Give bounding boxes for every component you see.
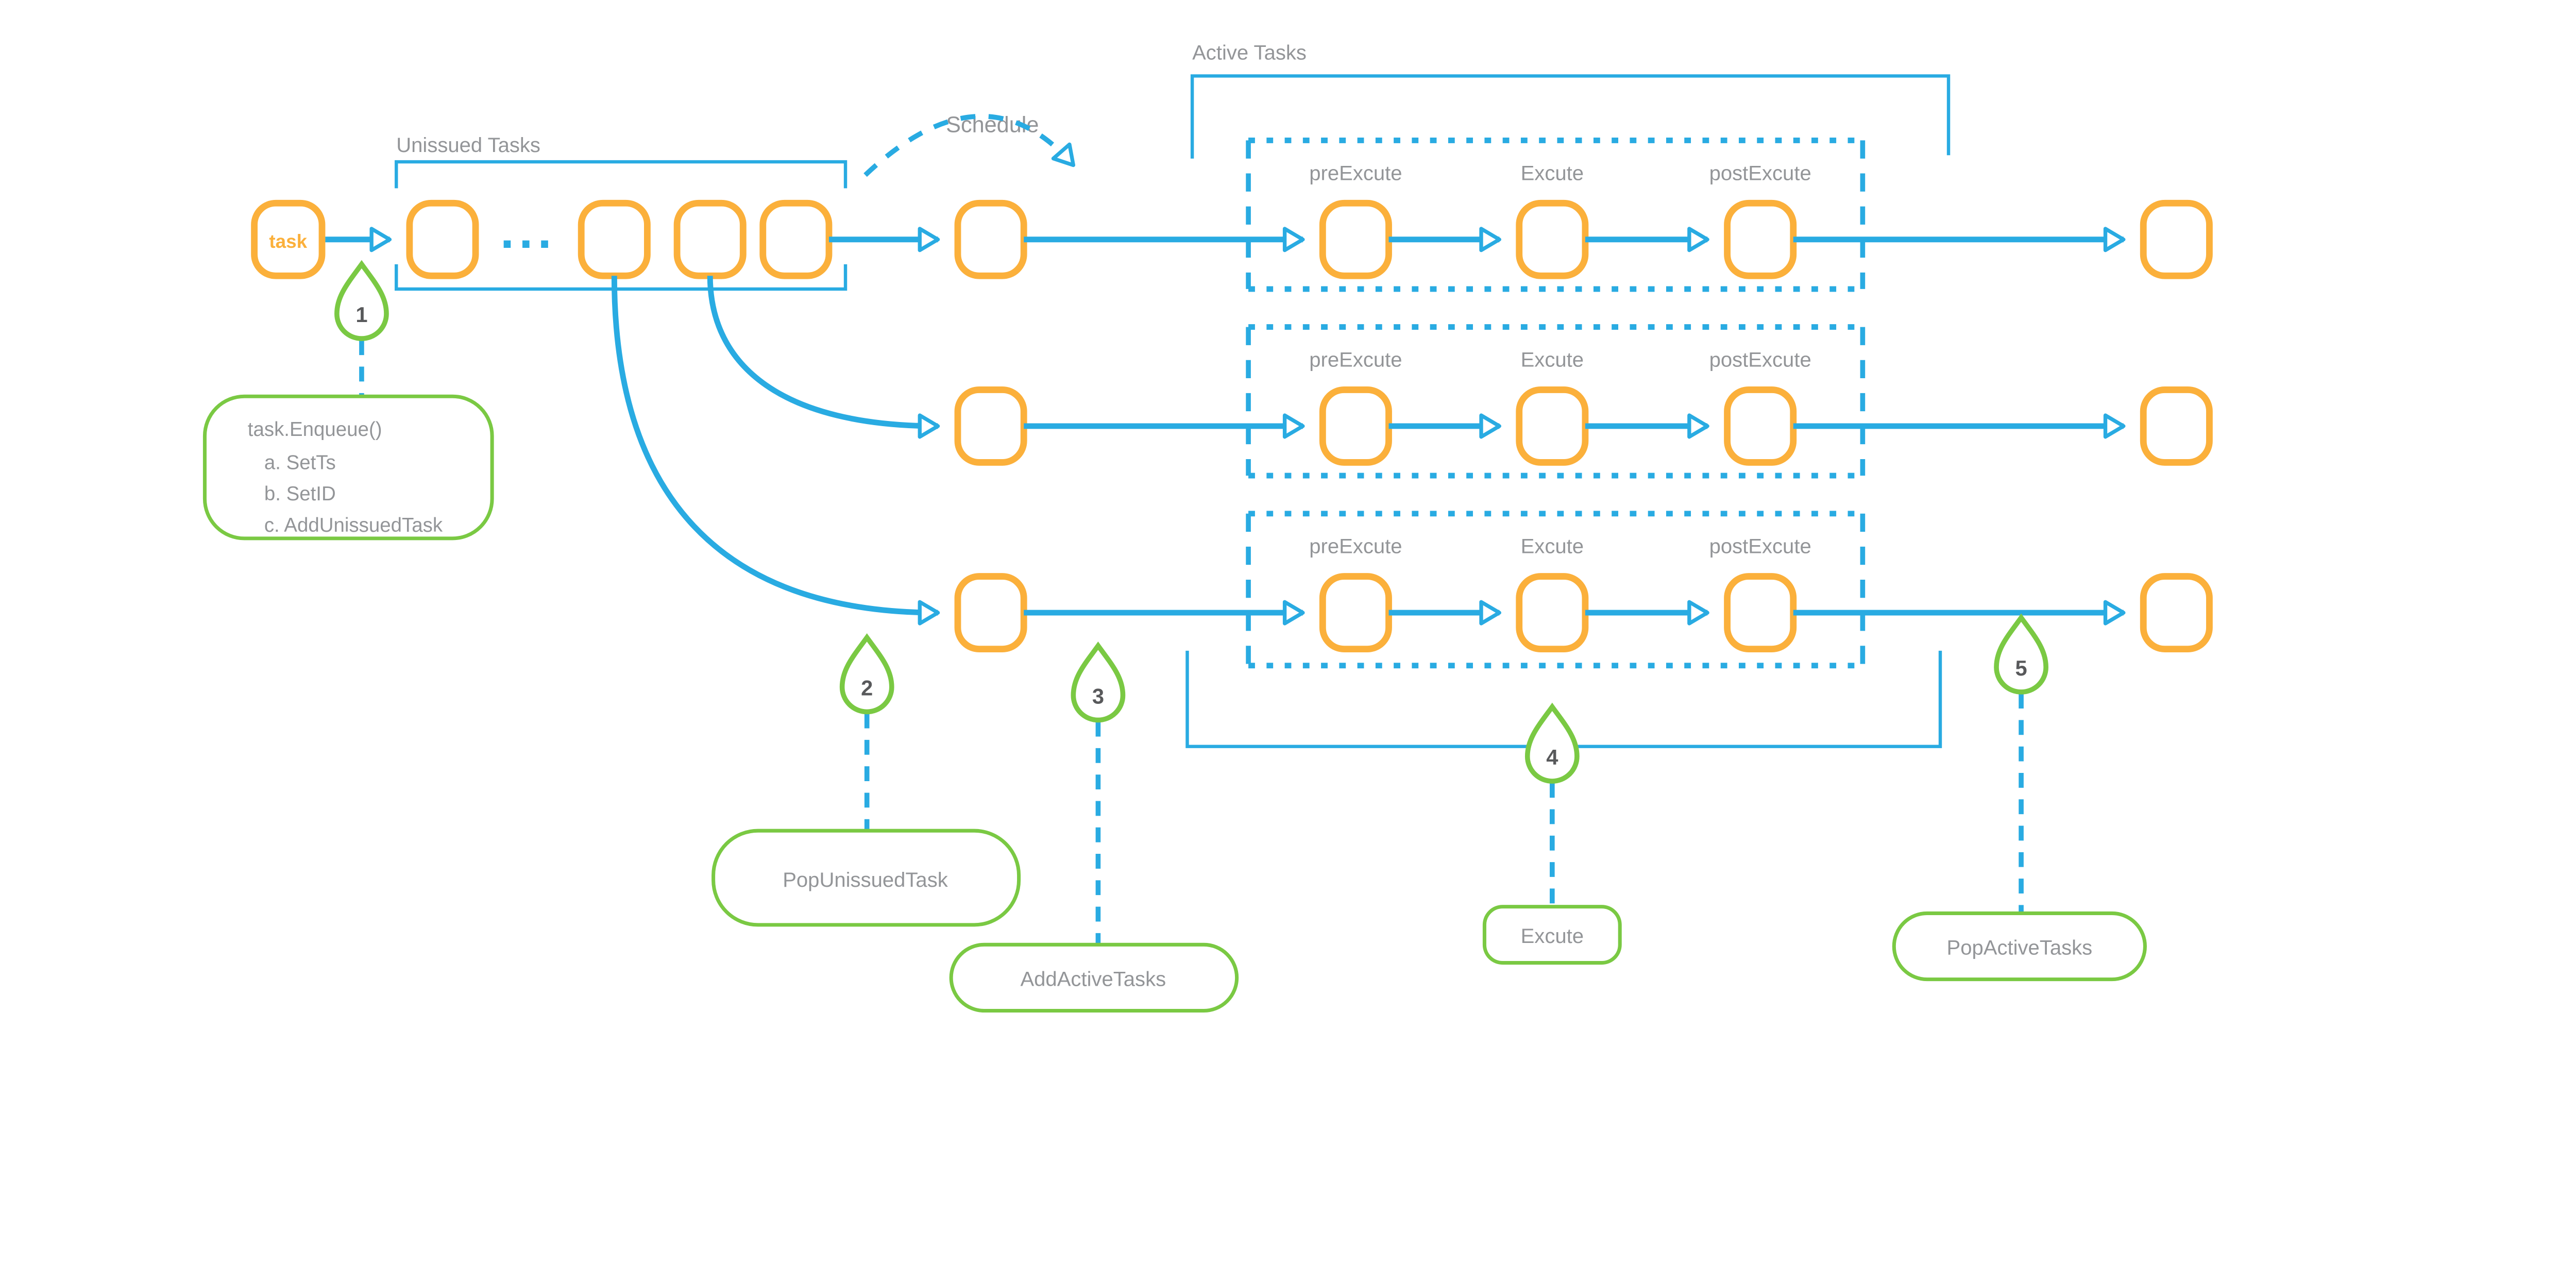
callout-enqueue-item: a. SetTs <box>264 451 336 474</box>
queue-node <box>759 199 833 279</box>
pipeline-box-2 <box>1246 324 1866 479</box>
callout-pop-active-tasks <box>1892 911 2147 982</box>
queue-node <box>578 199 651 279</box>
pre-excute-label: preExcute <box>1309 162 1402 184</box>
pipeline-box-3 <box>1246 511 1866 669</box>
callout-excute-label: Excute <box>1521 925 1584 948</box>
pipeline-box-1 <box>1246 137 1866 292</box>
callout-pop-unissued-task-label: PopUnissuedTask <box>783 869 948 891</box>
callout-add-active-tasks <box>949 942 1239 1013</box>
end-node <box>2140 386 2213 466</box>
pre-excute-label: preExcute <box>1309 349 1402 372</box>
post-excute-node <box>1724 573 1797 653</box>
pre-excute-node <box>1319 199 1392 279</box>
schedule-arc-arrow <box>863 113 1076 177</box>
unissued-tasks-label: Unissued Tasks <box>396 134 540 157</box>
excute-node <box>1516 386 1589 466</box>
curved-arrow-queue-to-row3 <box>611 276 940 626</box>
queue-ellipsis: ... <box>500 204 556 259</box>
active-bracket-top <box>1190 74 1951 159</box>
unissued-bracket-bottom <box>395 264 848 291</box>
excute-label: Excute <box>1521 162 1584 184</box>
callout-enqueue-item: c. AddUnissuedTask <box>264 514 443 536</box>
pre-excute-label: preExcute <box>1309 535 1402 558</box>
callout-enqueue-title: task.Enqueue() <box>248 418 382 441</box>
callout-enqueue <box>202 394 494 541</box>
pin-4 <box>1524 702 1580 784</box>
pin-2 <box>839 633 894 715</box>
post-excute-node <box>1724 199 1797 279</box>
post-excute-label: postExcute <box>1709 162 1811 184</box>
pre-excute-node <box>1319 573 1392 653</box>
callout-add-active-tasks-label: AddActiveTasks <box>1020 968 1166 990</box>
excute-label: Excute <box>1521 349 1584 372</box>
post-excute-label: postExcute <box>1709 349 1811 372</box>
queue-node <box>406 199 479 279</box>
pin-5 <box>1994 613 2048 695</box>
excute-label: Excute <box>1521 535 1584 558</box>
post-excute-label: postExcute <box>1709 535 1811 558</box>
post-excute-node <box>1724 386 1797 466</box>
callout-pop-active-tasks-label: PopActiveTasks <box>1947 937 2093 959</box>
callout-excute <box>1482 905 1622 965</box>
pin-3 <box>1071 642 1126 723</box>
schedule-node <box>954 573 1027 653</box>
task-scheduling-diagram: Unissued Tasks task ... Schedule Active … <box>202 41 2213 1013</box>
pin-4-number: 4 <box>1546 745 1558 769</box>
pin-3-number: 3 <box>1092 684 1104 708</box>
callout-enqueue-item: b. SetID <box>264 483 336 505</box>
pin-1-number: 1 <box>355 302 367 327</box>
pin-2-number: 2 <box>861 676 873 700</box>
task-node-label: task <box>269 231 307 252</box>
pre-excute-node <box>1319 386 1392 466</box>
excute-node <box>1516 573 1589 653</box>
end-node <box>2140 199 2213 279</box>
task-node <box>251 199 326 279</box>
schedule-node <box>954 199 1027 279</box>
unissued-bracket-top <box>395 160 848 189</box>
excute-node <box>1516 199 1589 279</box>
queue-node <box>673 199 747 279</box>
pin-1 <box>334 260 389 341</box>
pin-5-number: 5 <box>2015 656 2027 680</box>
schedule-node <box>954 386 1027 466</box>
end-node <box>2140 573 2213 653</box>
callout-pop-unissued-task <box>711 829 1021 927</box>
active-tasks-label: Active Tasks <box>1192 41 1307 64</box>
curved-arrow-queue-to-row2 <box>707 276 940 439</box>
